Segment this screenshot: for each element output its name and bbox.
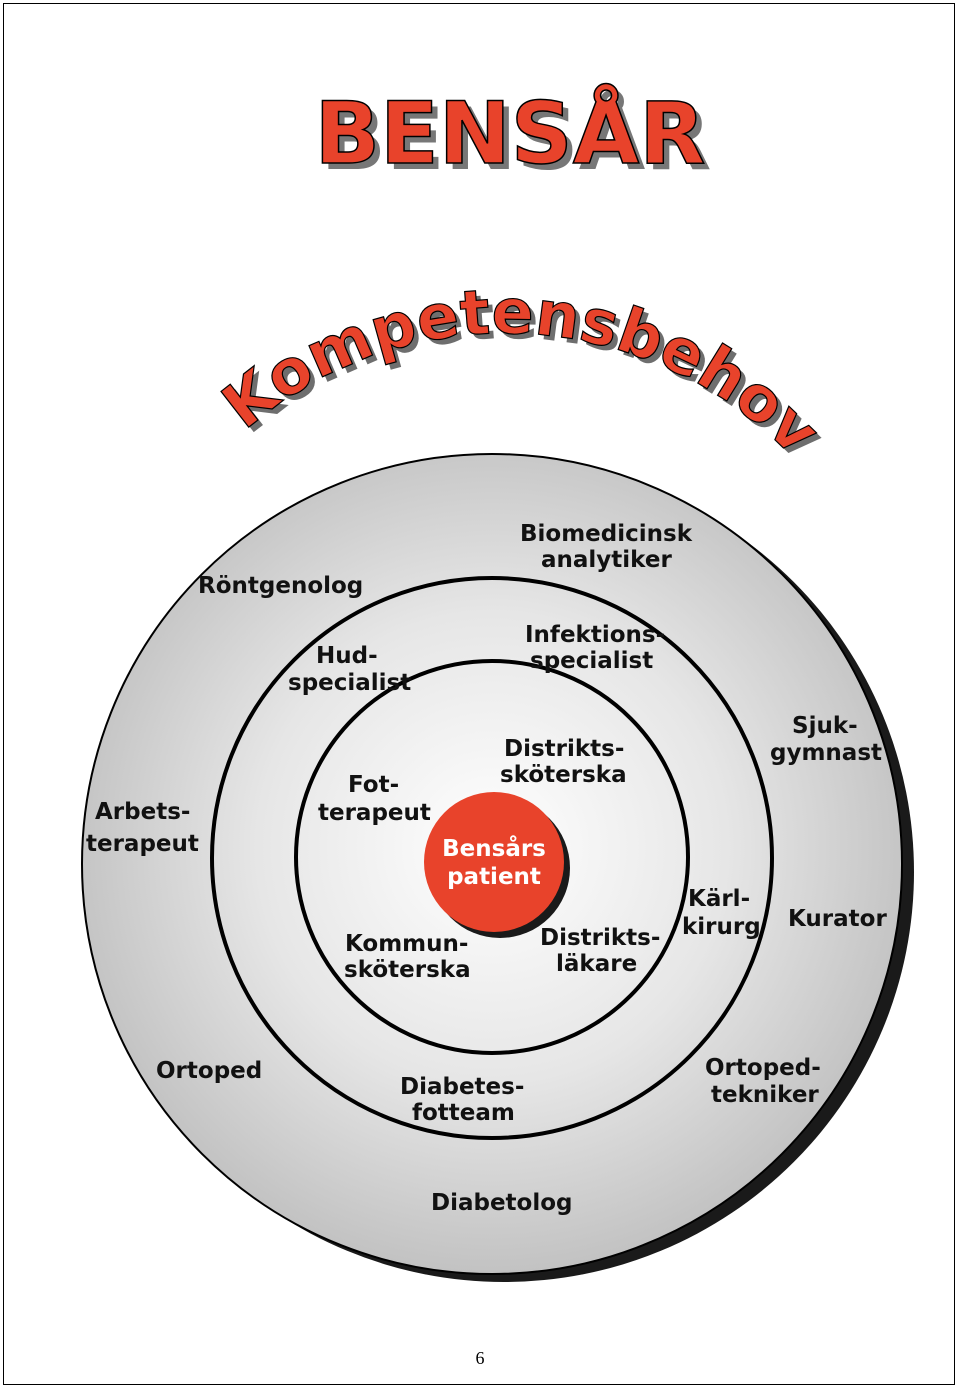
label-kurator: Kurator — [788, 906, 887, 932]
label-biomedicinsk-1: Biomedicinsk — [520, 521, 693, 547]
label-distriktslakare-2: läkare — [556, 951, 637, 977]
label-fotterapeut-1: Fot- — [348, 772, 399, 798]
label-ortoped: Ortoped — [156, 1058, 262, 1084]
label-biomedicinsk-2: analytiker — [541, 547, 672, 573]
label-sjukgymnast-1: Sjuk- — [792, 713, 858, 739]
page-frame — [3, 3, 955, 1385]
inner-ring — [294, 659, 690, 1055]
label-ortopedtekniker-1: Ortoped- — [705, 1055, 821, 1081]
label-fotterapeut-2: terapeut — [318, 800, 431, 826]
label-sjukgymnast-2: gymnast — [770, 740, 882, 766]
label-arbetsterapeut-1: Arbets- — [95, 799, 190, 825]
label-diabetolog: Diabetolog — [431, 1190, 573, 1216]
label-rontgenolog: Röntgenolog — [198, 573, 363, 599]
label-karlkirurg-1: Kärl- — [688, 886, 750, 912]
main-title-front: BENSÅR — [315, 84, 706, 184]
middle-ring — [210, 576, 774, 1140]
center-label-line1: Bensårs — [442, 835, 546, 862]
label-distriktsskoterska-1: Distrikts- — [504, 736, 624, 762]
label-distriktslakare-1: Distrikts- — [540, 925, 660, 951]
label-arbetsterapeut-2: terapeut — [86, 831, 199, 857]
label-kommunskoterska-2: sköterska — [344, 957, 471, 983]
label-diabetesfotteam-2: fotteam — [412, 1100, 515, 1126]
label-kommunskoterska-1: Kommun- — [345, 931, 468, 957]
label-karlkirurg-2: kirurg — [682, 914, 761, 940]
page-number: 6 — [475, 1348, 485, 1368]
label-distriktsskoterska-2: sköterska — [500, 762, 627, 788]
label-infektionsspecialist-2: specialist — [530, 648, 653, 674]
label-hudspecialist-1: Hud- — [316, 643, 378, 669]
main-title: BENSÅR — [321, 90, 712, 190]
label-hudspecialist-2: specialist — [288, 670, 411, 696]
center-circle — [424, 792, 564, 932]
center-label-line2: patient — [447, 864, 541, 890]
arc-title: Kompetensbehov — [209, 275, 834, 469]
label-infektionsspecialist-1: Infektions- — [525, 622, 665, 648]
label-diabetesfotteam-1: Diabetes- — [400, 1074, 524, 1100]
label-ortopedtekniker-2: tekniker — [711, 1082, 819, 1108]
